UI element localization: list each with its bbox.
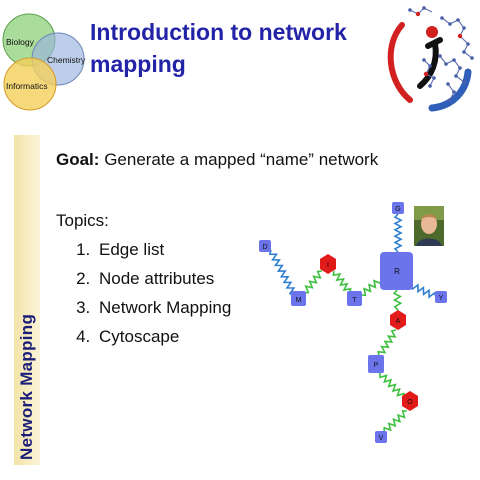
edge-D-M (268, 249, 296, 296)
network-graph: G D R M T Y P V I A O (259, 202, 447, 443)
logo-black-figure (417, 37, 443, 89)
node-T-label: T (352, 297, 357, 304)
topic-item: Node attributes (95, 264, 231, 293)
node-Y-label: Y (439, 295, 444, 302)
logo-red-arc (387, 22, 413, 103)
edge-G-R (393, 213, 403, 253)
slide-title-line1: Introduction to network (90, 19, 347, 45)
edge-A-P (377, 329, 397, 357)
node-G (392, 202, 404, 214)
node-V (375, 431, 387, 443)
node-P (368, 355, 384, 373)
slide-title-line2: mapping (90, 51, 186, 77)
goal-line: Goal: Generate a mapped “name” network (56, 150, 378, 170)
edge-M-I (303, 270, 323, 294)
logo-red-head (426, 26, 438, 38)
goal-text: Generate a mapped “name” network (104, 150, 379, 169)
venn-circle-informatics (3, 57, 57, 111)
person-photo (414, 206, 444, 246)
topics-block: Topics: Edge list Node attributes Networ… (56, 206, 231, 351)
node-O (402, 391, 418, 411)
node-M-label: M (296, 297, 302, 304)
node-D-label: D (262, 244, 267, 251)
slide-title: Introduction to network mapping (90, 16, 380, 80)
venn-label-biology: Biology (6, 37, 35, 47)
topic-item: Edge list (95, 235, 231, 264)
node-I-label: I (327, 262, 329, 269)
venn-label-chemistry: Chemistry (47, 55, 86, 65)
node-Y (435, 291, 447, 303)
topics-list: Edge list Node attributes Network Mappin… (56, 235, 231, 351)
topic-item: Network Mapping (95, 293, 231, 322)
logo-molecule-atoms (408, 6, 474, 102)
sidebar-label: Network Mapping (17, 313, 36, 460)
node-R-label: R (394, 267, 400, 276)
goal-label: Goal: (56, 150, 100, 169)
node-T (347, 291, 362, 306)
topics-heading: Topics: (56, 211, 109, 230)
node-G-label: G (395, 206, 400, 213)
sidebar-band (14, 135, 40, 465)
venn-label-informatics: Informatics (6, 81, 48, 91)
network-edges (268, 213, 437, 433)
edge-P-O (379, 373, 405, 398)
node-P-label: P (374, 362, 379, 369)
edge-T-R (360, 278, 382, 297)
node-R (380, 252, 413, 290)
node-I (320, 254, 336, 274)
node-M (291, 291, 306, 306)
venn-diagram: Biology Chemistry Informatics (2, 13, 86, 111)
node-A-label: A (396, 318, 401, 325)
edge-O-V (383, 410, 408, 433)
edge-R-Y (410, 283, 437, 299)
logo-blue-arc (428, 68, 472, 112)
logo-red-atoms (415, 11, 463, 77)
molecule-logo (387, 6, 474, 112)
edge-R-A (392, 289, 403, 311)
edge-I-T (332, 270, 352, 294)
topic-item: Cytoscape (95, 322, 231, 351)
node-V-label: V (379, 435, 384, 442)
node-O-label: O (407, 399, 413, 406)
node-A (390, 310, 406, 330)
node-D (259, 240, 271, 252)
